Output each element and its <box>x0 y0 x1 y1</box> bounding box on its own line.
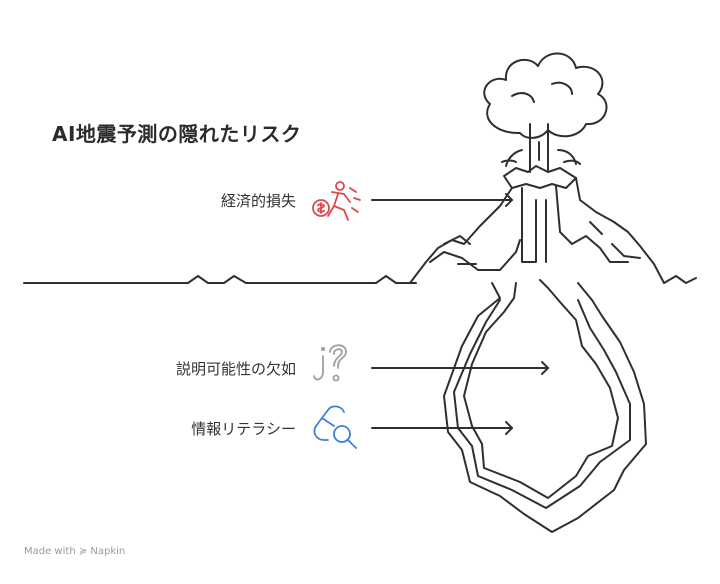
volcano-crater <box>503 165 577 189</box>
napkin-credit: Made with ≽ Napkin <box>24 546 126 557</box>
volcano-outline <box>409 177 665 284</box>
diagram-title: AI地震予測の隠れたリスク <box>52 122 302 146</box>
arrow-info-literacy <box>371 421 513 435</box>
pill-magnifier-icon <box>313 405 357 449</box>
ground-line-right <box>663 275 697 284</box>
label-lack-of-explainability: 説明可能性の欠如 <box>175 360 296 378</box>
label-economic-loss: 経済的損失 <box>220 192 296 210</box>
magma-channel <box>443 282 647 533</box>
question-marks-icon <box>313 344 347 382</box>
lava-splash-left <box>505 149 523 167</box>
ground-line <box>23 275 417 284</box>
eruption-cloud <box>483 52 608 139</box>
label-information-literacy: 情報リテラシー <box>191 420 296 438</box>
arrow-economic-loss <box>371 193 513 207</box>
falling-money-person-icon <box>312 181 361 221</box>
magma-chamber <box>463 279 619 499</box>
arrow-explainability <box>371 361 549 375</box>
